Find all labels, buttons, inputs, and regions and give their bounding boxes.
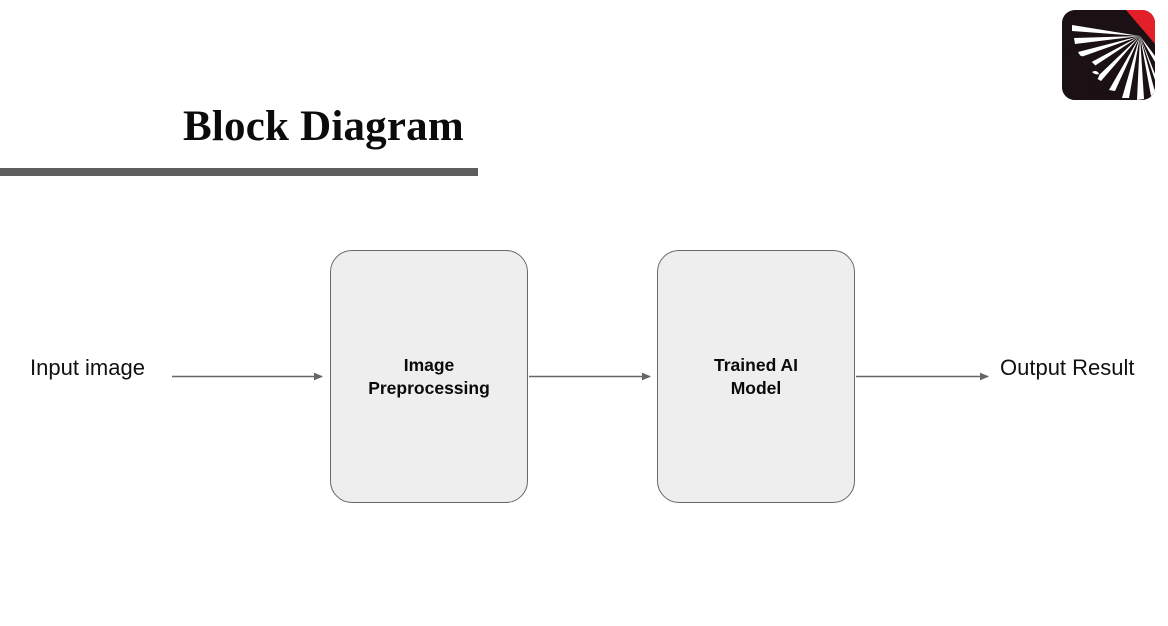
institution-logo [1062, 10, 1155, 100]
diagram-label-input-image: Input image [30, 355, 145, 380]
diagram-block-label: Image Preprocessing [368, 354, 490, 398]
diagram-block-label: Trained AI Model [714, 354, 798, 398]
diagram-block-image-preprocessing[interactable]: Image Preprocessing [330, 250, 528, 503]
title-underline-rule [0, 168, 478, 176]
diagram-block-trained-ai-model[interactable]: Trained AI Model [657, 250, 855, 503]
page-title: Block Diagram [183, 103, 464, 150]
diagram-label-output-result: Output Result [1000, 355, 1135, 380]
